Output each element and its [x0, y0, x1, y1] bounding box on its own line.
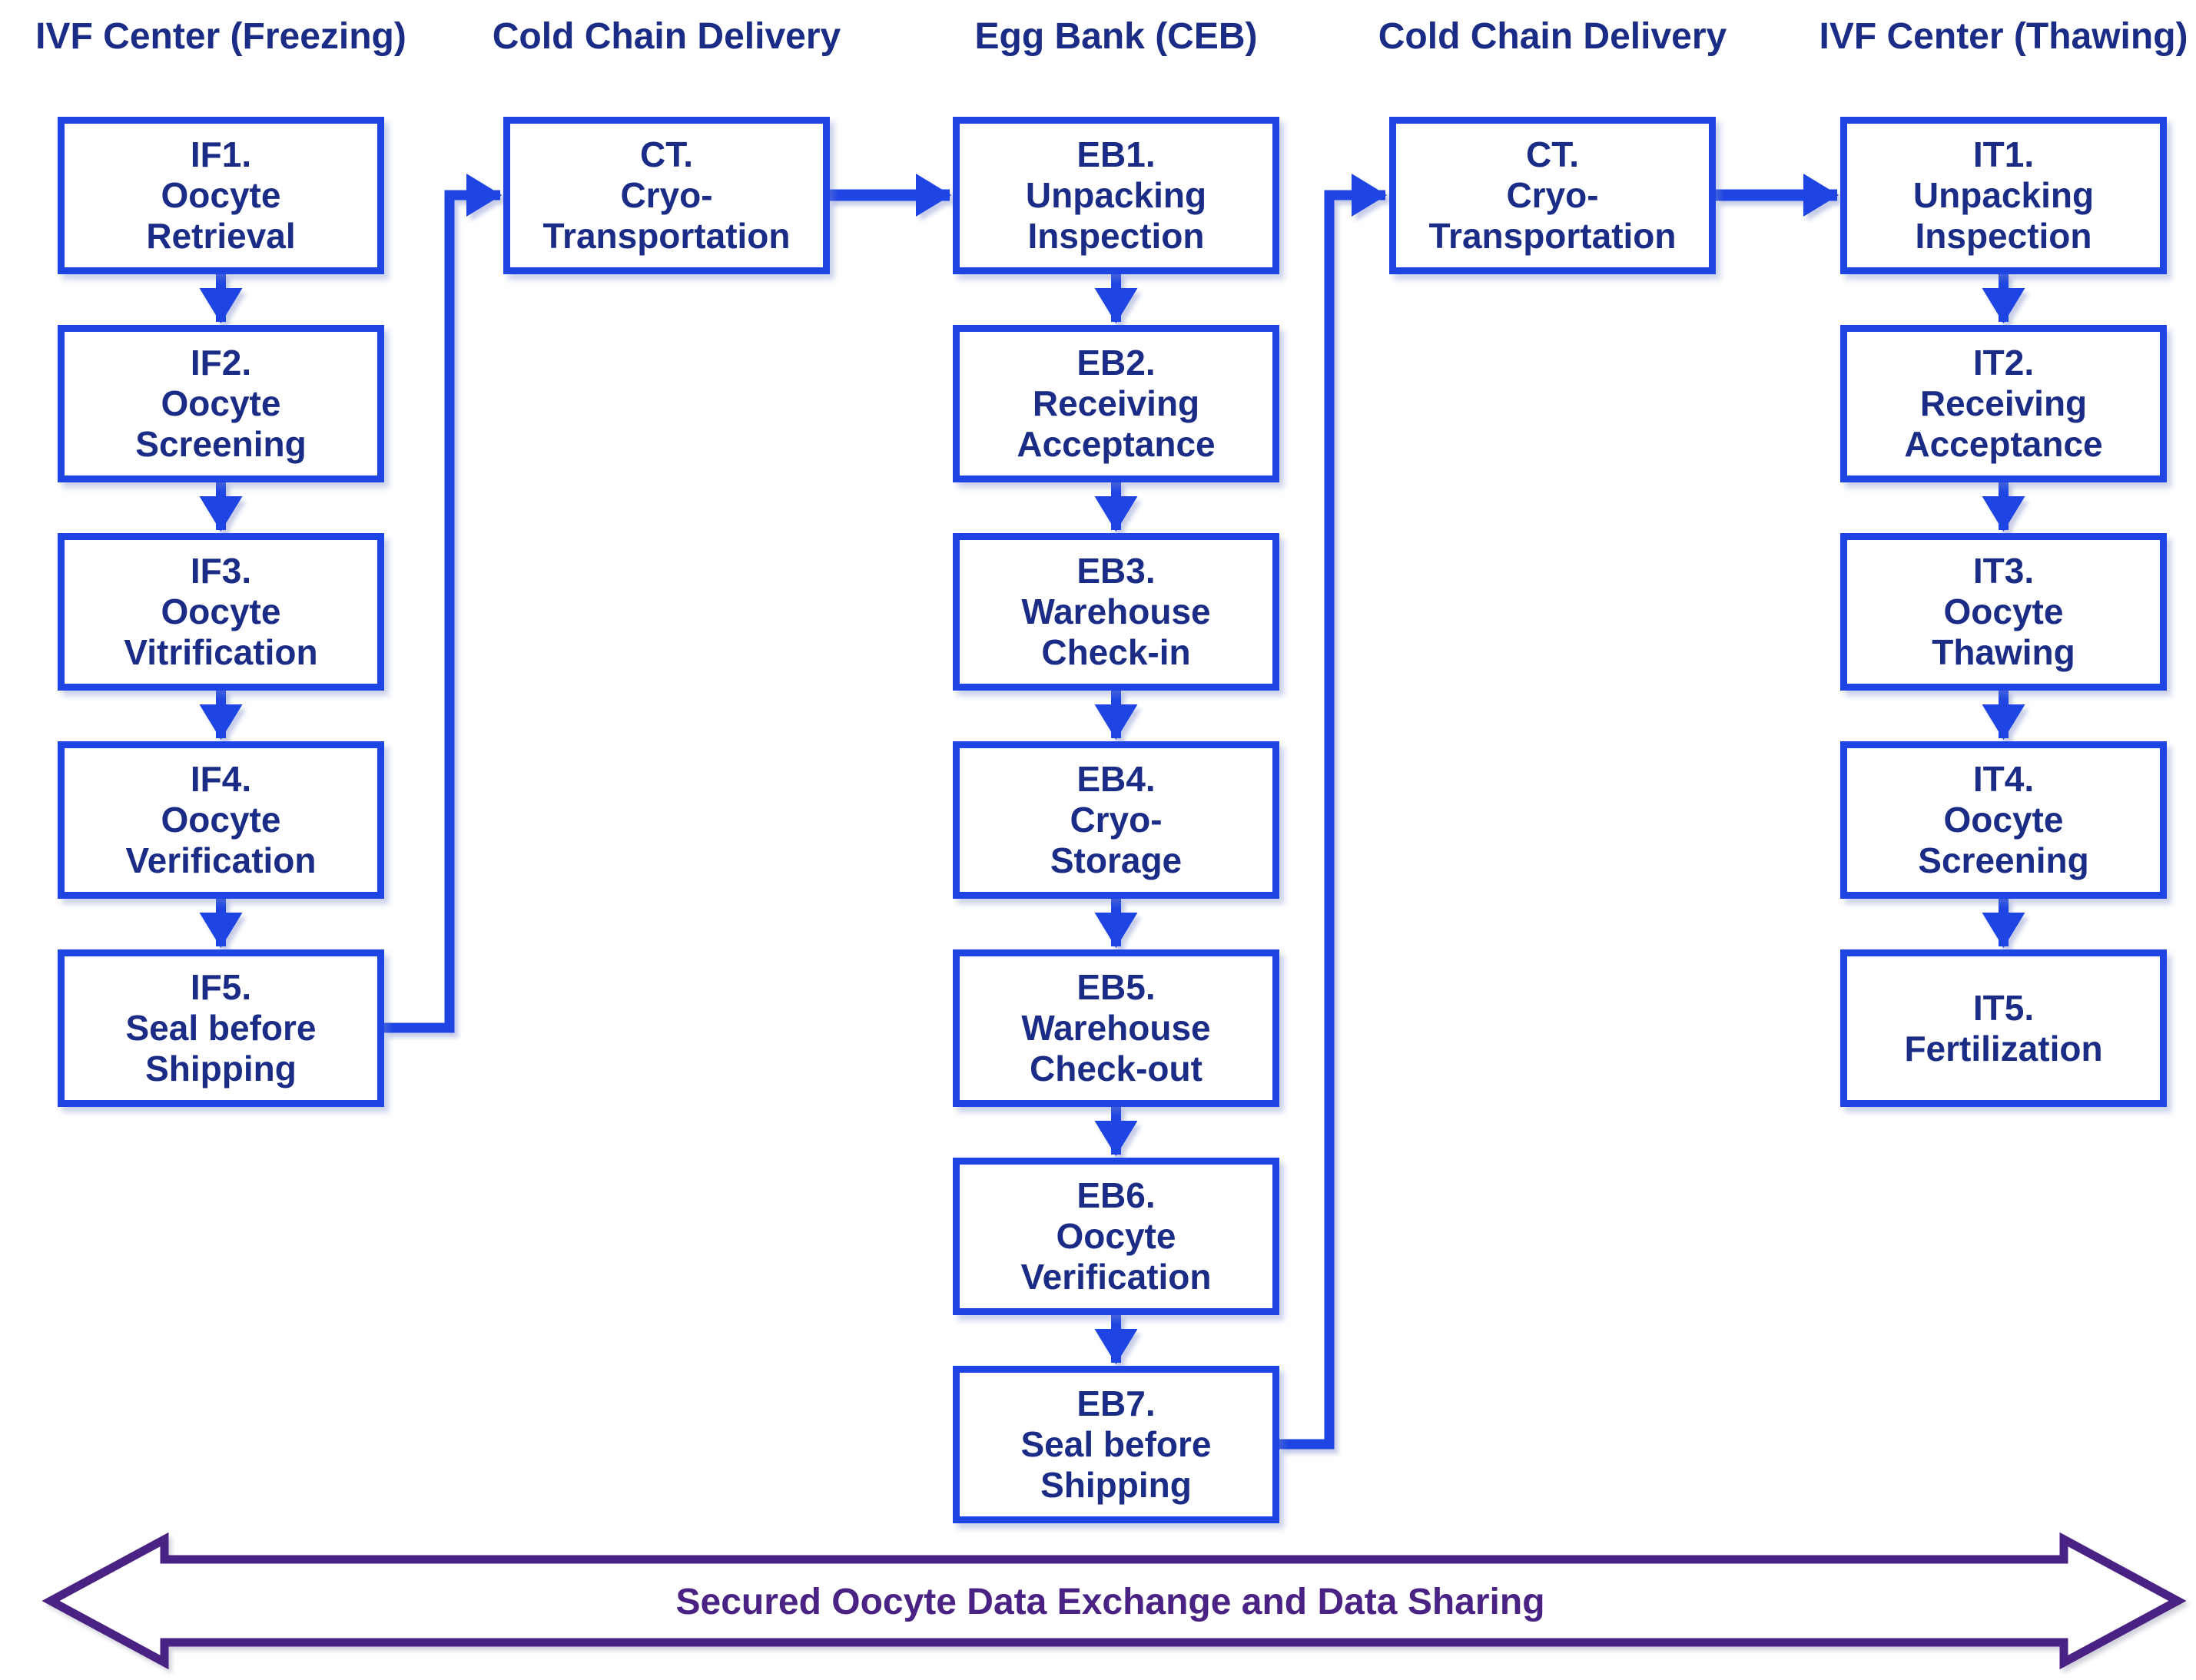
double-arrow-shape	[41, 1532, 2187, 1670]
data-exchange-banner: Secured Oocyte Data Exchange and Data Sh…	[41, 1532, 2187, 1670]
box-label-line: IT5.	[1972, 987, 2035, 1028]
box-label-line: EB3.	[1076, 551, 1156, 591]
box-label-line: EB6.	[1076, 1175, 1156, 1215]
box-label-line: Thawing	[1932, 632, 2075, 672]
connector-IF5-CT1	[384, 174, 502, 1033]
box-label-line: IF5.	[190, 967, 252, 1007]
column-header-4: Cold Chain Delivery	[1378, 15, 1727, 57]
box-label-line: IF4.	[190, 759, 252, 799]
box-label-line: Transportation	[1428, 216, 1677, 256]
box-label-line: Unpacking	[1025, 175, 1207, 215]
box-label-line: Vitrification	[124, 632, 318, 672]
box-label-line: Oocyte	[1943, 591, 2064, 631]
flow-box-CT2: CT.Cryo-Transportation	[1389, 117, 1716, 274]
box-label-line: Verification	[125, 840, 317, 880]
box-label-line: EB5.	[1076, 967, 1156, 1007]
column-header-2: Cold Chain Delivery	[492, 15, 841, 57]
box-label-line: Cryo-	[1070, 800, 1163, 840]
box-label-line: Unpacking	[1912, 175, 2095, 215]
box-label-line: IT2.	[1972, 343, 2035, 383]
box-label-line: Transportation	[542, 216, 791, 256]
box-label-line: CT.	[640, 134, 693, 174]
box-label-line: Screening	[1918, 840, 2089, 880]
box-label-line: Warehouse	[1021, 1008, 1211, 1048]
box-label-line: Verification	[1020, 1257, 1212, 1297]
box-label-line: Oocyte	[1056, 1216, 1176, 1256]
box-label-line: Retrieval	[146, 216, 296, 256]
box-label-line: IF3.	[190, 551, 252, 591]
box-label-line: Warehouse	[1021, 591, 1211, 631]
flow-box-IT5: IT5.Fertilization	[1840, 949, 2167, 1107]
column-header-3: Egg Bank (CEB)	[974, 15, 1258, 57]
box-label-line: Fertilization	[1904, 1028, 2103, 1069]
box-label-line: Acceptance	[1904, 424, 2103, 464]
column-header-1: IVF Center (Freezing)	[35, 15, 406, 57]
box-label-line: Check-out	[1030, 1049, 1202, 1089]
box-label-line: Shipping	[145, 1049, 297, 1089]
box-label-line: Seal before	[1020, 1424, 1212, 1464]
box-label-line: IT4.	[1972, 759, 2035, 799]
box-label-line: Screening	[135, 424, 307, 464]
box-label-line: IF2.	[190, 343, 252, 383]
box-label-line: Oocyte	[161, 175, 281, 215]
box-label-line: IT3.	[1972, 551, 2035, 591]
box-label-line: IF1.	[190, 134, 252, 174]
box-label-line: Inspection	[1915, 216, 2092, 256]
box-label-line: EB2.	[1076, 343, 1156, 383]
flow-box-EB4: EB4.Cryo-Storage	[953, 741, 1279, 899]
box-label-line: Seal before	[125, 1008, 317, 1048]
box-label-line: Inspection	[1027, 216, 1205, 256]
box-label-line: Cryo-	[620, 175, 713, 215]
box-label-line: Oocyte	[161, 800, 281, 840]
box-label-line: EB7.	[1076, 1383, 1156, 1423]
box-label-line: Acceptance	[1017, 424, 1216, 464]
banner-label: Secured Oocyte Data Exchange and Data Sh…	[675, 1582, 1544, 1622]
box-label-line: Check-in	[1041, 632, 1191, 672]
box-label-line: EB4.	[1076, 759, 1156, 799]
column-header-5: IVF Center (Thawing)	[1819, 15, 2188, 57]
box-label-line: EB1.	[1076, 134, 1156, 174]
box-label-line: IT1.	[1972, 134, 2035, 174]
box-label-line: Receiving	[1919, 383, 2088, 423]
box-label-line: Oocyte	[161, 383, 281, 423]
box-label-line: Cryo-	[1506, 175, 1599, 215]
connector-EB7-CT2	[1279, 174, 1387, 1450]
box-label-line: Receiving	[1032, 383, 1200, 423]
box-label-line: Oocyte	[1943, 800, 2064, 840]
box-label-line: Oocyte	[161, 591, 281, 631]
box-label-line: Shipping	[1040, 1465, 1192, 1505]
flow-box-CT1: CT.Cryo-Transportation	[503, 117, 830, 274]
box-label-line: Storage	[1050, 840, 1183, 880]
box-label-line: CT.	[1526, 134, 1579, 174]
